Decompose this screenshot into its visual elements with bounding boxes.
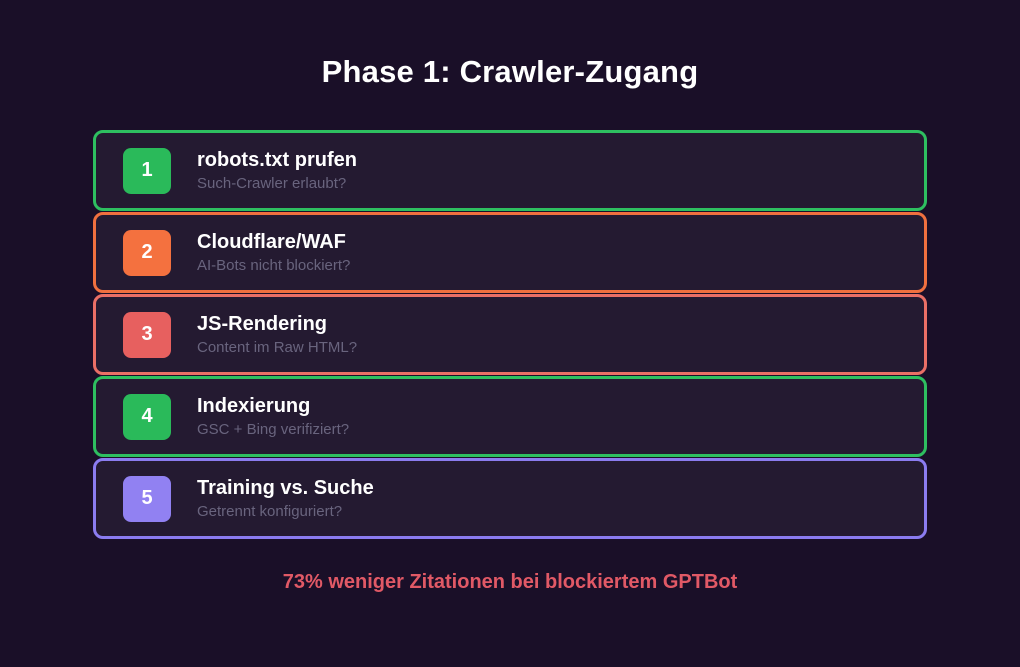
step-title: Cloudflare/WAF (197, 231, 346, 253)
step-number-badge: 2 (123, 229, 171, 276)
step-subtitle: Such-Crawler erlaubt? (197, 175, 347, 192)
step-card: 5 Training vs. Suche Getrennt konfigurie… (93, 458, 927, 539)
step-text: Cloudflare/WAF AI-Bots nicht blockiert? (197, 230, 350, 275)
steps-list: 1 robots.txt prufen Such-Crawler erlaubt… (93, 130, 927, 539)
footer-statistic: 73% weniger Zitationen bei blockiertem G… (282, 571, 738, 593)
step-subtitle: Getrennt konfiguriert? (197, 503, 343, 520)
step-title: Indexierung (197, 395, 311, 417)
step-text: Training vs. Suche Getrennt konfiguriert… (197, 476, 374, 521)
step-number-badge: 3 (123, 311, 171, 358)
step-card: 2 Cloudflare/WAF AI-Bots nicht blockiert… (93, 212, 927, 293)
step-title: JS-Rendering (197, 313, 328, 335)
step-title: robots.txt prufen (197, 149, 357, 171)
step-number-badge: 4 (123, 393, 171, 440)
step-text: Indexierung GSC + Bing verifiziert? (197, 394, 349, 439)
step-card: 4 Indexierung GSC + Bing verifiziert? (93, 376, 927, 457)
page-title: Phase 1: Crawler-Zugang (321, 54, 699, 89)
step-title: Training vs. Suche (197, 477, 374, 499)
step-card: 1 robots.txt prufen Such-Crawler erlaubt… (93, 130, 927, 211)
step-subtitle: AI-Bots nicht blockiert? (197, 257, 351, 274)
step-card: 3 JS-Rendering Content im Raw HTML? (93, 294, 927, 375)
step-number-badge: 1 (123, 147, 171, 194)
step-number-badge: 5 (123, 475, 171, 522)
step-text: JS-Rendering Content im Raw HTML? (197, 312, 357, 357)
step-subtitle: Content im Raw HTML? (197, 339, 358, 356)
step-text: robots.txt prufen Such-Crawler erlaubt? (197, 148, 357, 193)
step-subtitle: GSC + Bing verifiziert? (197, 421, 350, 438)
